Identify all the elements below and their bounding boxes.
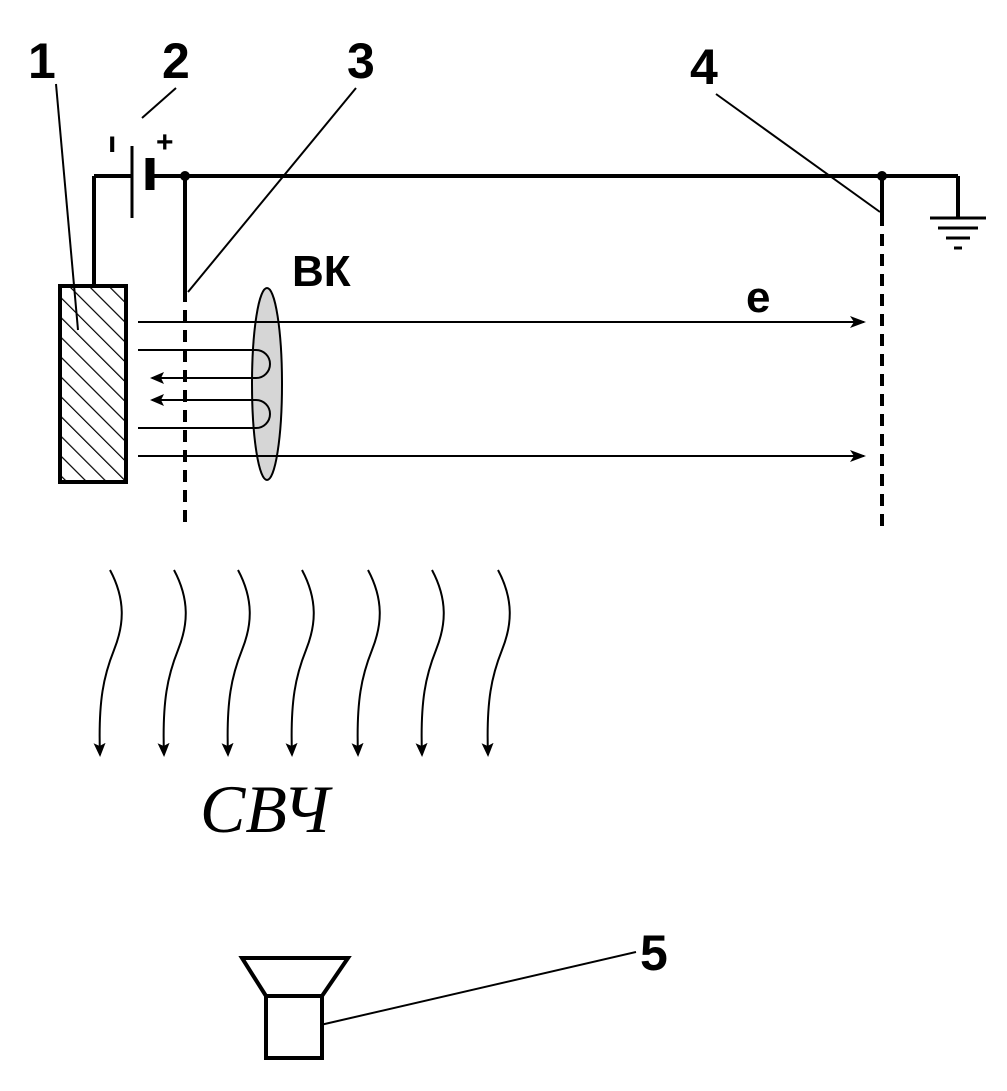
leader-line-5 [316, 952, 636, 1026]
wave-arrow [422, 570, 444, 755]
wave-arrow [100, 570, 122, 755]
label-1: 1 [28, 33, 56, 89]
label-2: 2 [162, 33, 190, 89]
battery-minus-sign: ı [108, 126, 116, 159]
label-microwave: СВЧ [200, 771, 333, 847]
wave-arrow [358, 570, 380, 755]
wave-arrow [292, 570, 314, 755]
leader-line-4 [716, 94, 880, 212]
reflected-electron-path-lower [138, 400, 270, 428]
reflected-electron-path-upper [138, 350, 270, 378]
wave-arrow [488, 570, 510, 755]
leader-line-2 [142, 88, 176, 118]
label-5: 5 [640, 925, 668, 981]
battery-plus-sign: + [156, 126, 174, 159]
horn-antenna-icon [242, 958, 348, 1058]
wave-arrow [228, 570, 250, 755]
battery-icon [132, 146, 150, 218]
label-vk: ВК [292, 247, 351, 296]
label-4: 4 [690, 39, 718, 95]
microwave-radiation-waves [100, 570, 510, 755]
cathode-block [60, 286, 126, 482]
ground-icon [930, 218, 986, 248]
wave-arrow [164, 570, 186, 755]
label-e: e [746, 273, 770, 322]
label-3: 3 [347, 33, 375, 89]
virtual-cathode-cloud [252, 288, 282, 480]
